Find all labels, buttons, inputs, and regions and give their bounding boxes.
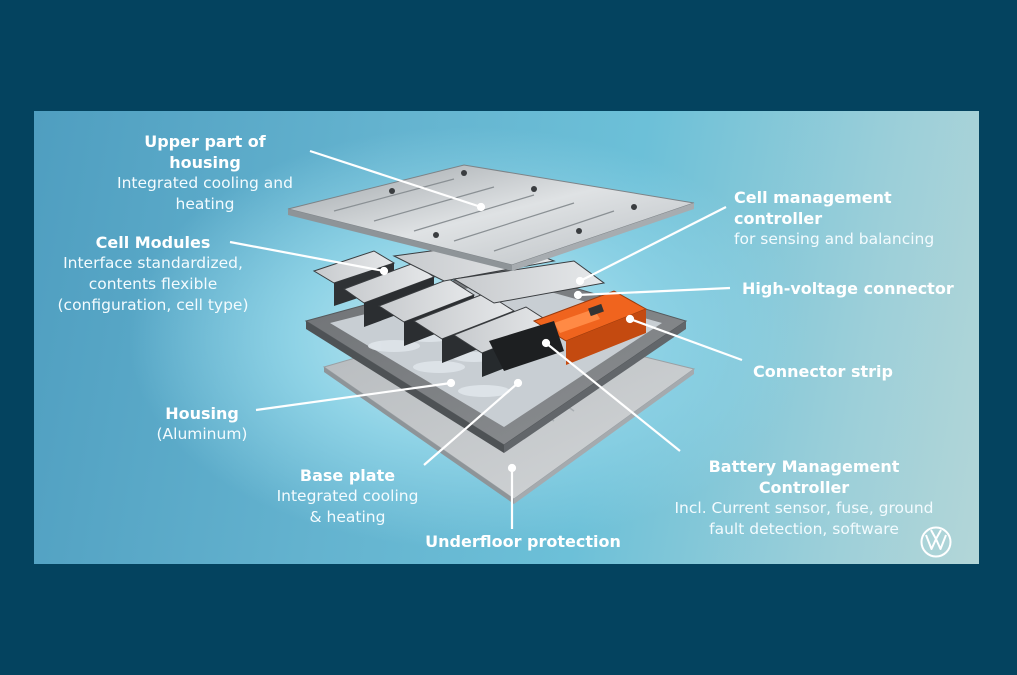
leader-lines (229, 149, 743, 529)
label-cell-management-controller: Cell management controller for sensing a… (734, 187, 974, 250)
label-underfloor-protection: Underfloor protection (418, 531, 628, 552)
label-high-voltage-connector: High-voltage connector (742, 278, 962, 299)
label-cell-mgmt-desc: for sensing and balancing (734, 230, 935, 248)
label-upper-housing-title: Upper part of housing (144, 132, 266, 172)
label-housing-desc: (Aluminum) (156, 425, 248, 443)
upper-housing-cover (287, 164, 695, 271)
label-cell-modules-desc-3: (configuration, cell type) (57, 296, 249, 314)
label-cell-modules-desc-2: contents flexible (88, 275, 218, 293)
label-connector-strip: Connector strip (753, 361, 913, 382)
vw-logo-icon (920, 526, 952, 558)
label-base-plate-desc-2: & heating (309, 508, 386, 526)
label-bmc-desc-1: Incl. Current sensor, fuse, ground (674, 499, 934, 517)
label-hv-connector-title: High-voltage connector (742, 279, 954, 298)
battery-management-controller (489, 290, 648, 371)
label-cell-mgmt-title: Cell management controller (734, 188, 892, 228)
label-bmc-desc-2: fault detection, software (709, 520, 899, 538)
label-housing-title: Housing (165, 404, 239, 423)
label-battery-management-controller: Battery Management Controller Incl. Curr… (664, 456, 944, 540)
diagram-panel: Upper part of housing Integrated cooling… (34, 111, 979, 564)
label-bmc-title: Battery Management Controller (708, 457, 900, 497)
label-cell-modules-desc-1: Interface standardized, (63, 254, 243, 272)
label-connector-strip-title: Connector strip (753, 362, 893, 381)
label-cell-modules-title: Cell Modules (95, 233, 211, 252)
label-cell-modules: Cell Modules Interface standardized, con… (48, 232, 258, 316)
label-base-plate-desc-1: Integrated cooling (276, 487, 419, 505)
label-upper-housing-desc-2: heating (175, 195, 235, 213)
label-upper-housing: Upper part of housing Integrated cooling… (110, 131, 300, 215)
battery-exploded-view (229, 149, 743, 529)
label-base-plate: Base plate Integrated cooling & heating (270, 465, 425, 528)
label-base-plate-title: Base plate (299, 466, 396, 485)
label-housing: Housing (Aluminum) (142, 403, 262, 445)
label-underfloor-title: Underfloor protection (425, 532, 621, 551)
label-upper-housing-desc-1: Integrated cooling and (117, 174, 293, 192)
